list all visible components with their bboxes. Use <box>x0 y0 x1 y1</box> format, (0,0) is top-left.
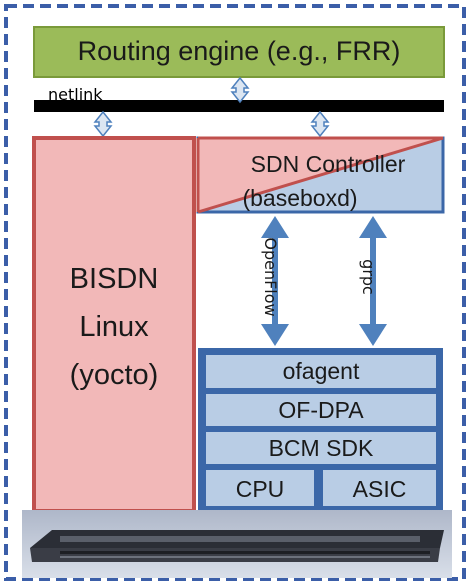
grpc-label: grpc <box>359 259 378 295</box>
netlink-bus <box>34 100 444 112</box>
cpu-layer <box>206 470 314 506</box>
routing-to-netlink-arrow <box>230 76 250 104</box>
openflow-arrow <box>261 216 289 346</box>
controller-label-line1: SDN Controller <box>250 151 406 177</box>
bcm-sdk-layer <box>206 432 436 464</box>
linux-label-line3: (yocto) <box>69 359 159 391</box>
linux-label-line2: Linux <box>79 311 149 343</box>
switch-hardware-image <box>30 530 444 562</box>
bcm-sdk-label: BCM SDK <box>268 435 374 461</box>
openflow-label: OpenFlow <box>261 237 280 317</box>
routing-engine-box <box>33 26 445 78</box>
netlink-to-controller-arrow <box>310 110 330 138</box>
netlink-label: netlink <box>48 85 103 104</box>
controller-label-line2: (baseboxd) <box>242 185 358 211</box>
asic-label: ASIC <box>352 476 407 502</box>
ofagent-layer <box>206 355 436 388</box>
ofdpa-layer <box>206 394 436 426</box>
bisdn-linux-box <box>32 136 196 513</box>
netlink-to-linux-arrow <box>93 110 113 138</box>
controller-diagonal-line <box>197 136 444 214</box>
ofdpa-label: OF-DPA <box>278 397 364 423</box>
asic-layer <box>323 470 436 506</box>
linux-label-line1: BISDN <box>69 263 159 295</box>
ofagent-label: ofagent <box>282 358 360 384</box>
outer-dashed-frame <box>4 4 466 581</box>
grpc-arrow <box>359 216 387 346</box>
cpu-label: CPU <box>235 476 285 502</box>
routing-engine-label: Routing engine (e.g., FRR) <box>77 36 401 66</box>
